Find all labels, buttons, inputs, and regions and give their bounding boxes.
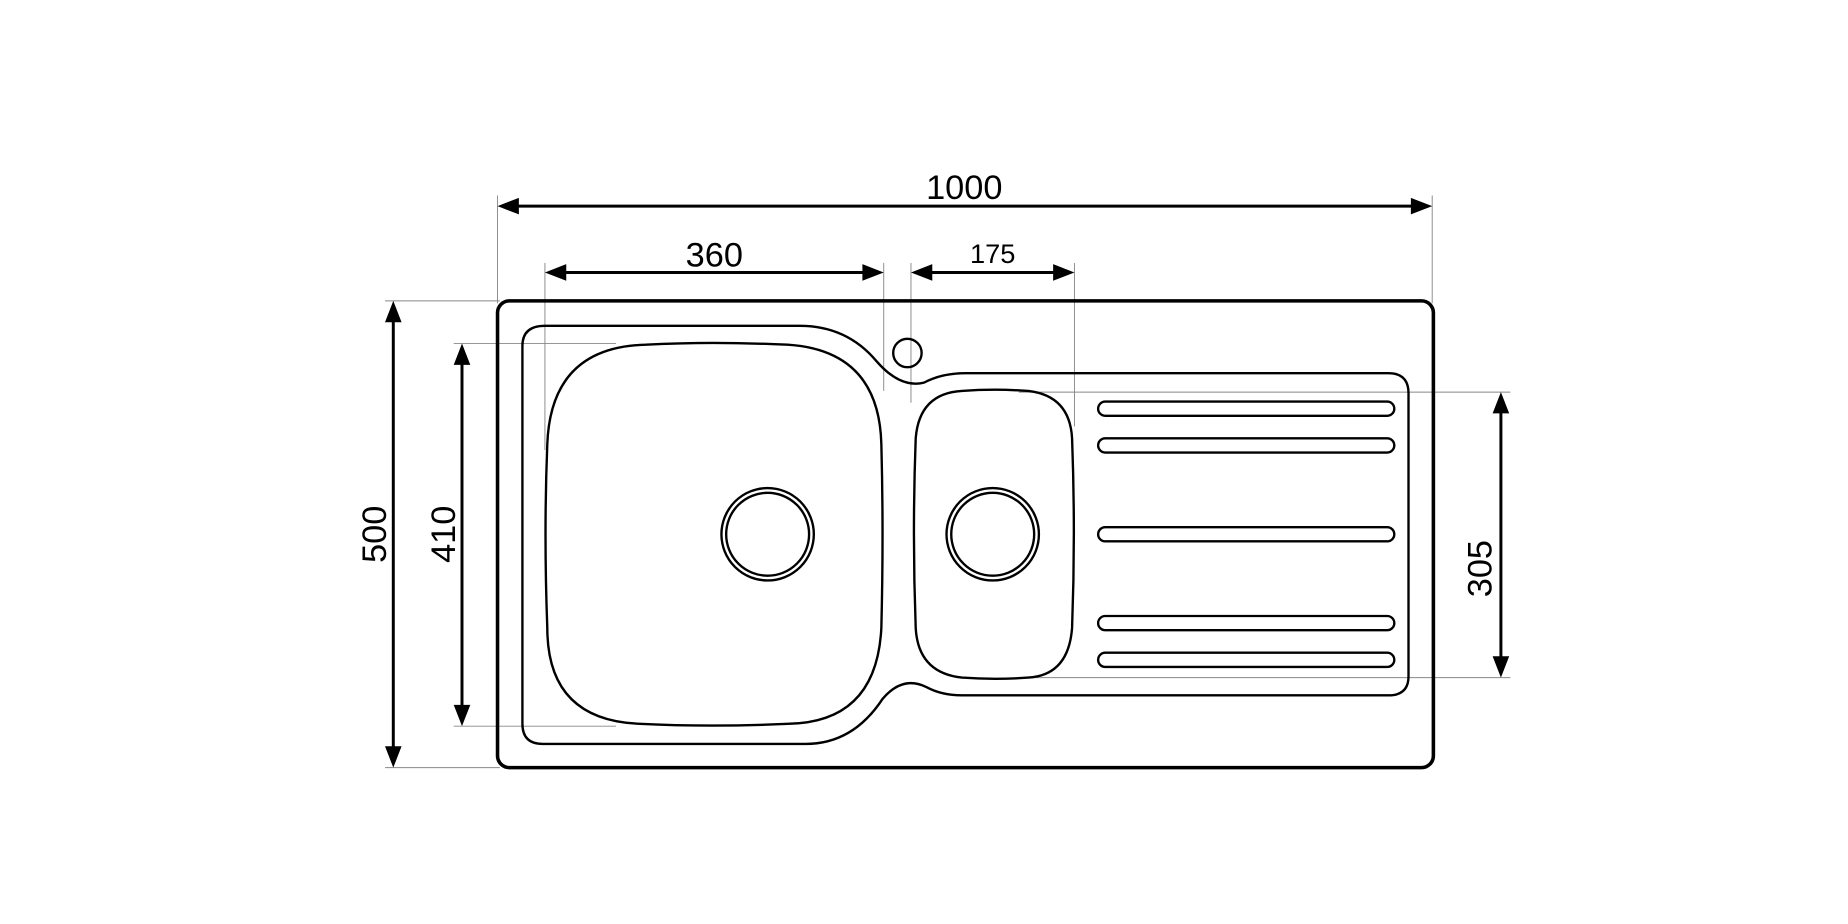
drainer-grooves <box>1096 400 1396 669</box>
dimension-small-bowl-depth: 305 <box>1461 392 1510 678</box>
small-bowl-width-label: 175 <box>970 238 1015 269</box>
overall-depth-label: 500 <box>356 506 394 563</box>
dimension-main-bowl-width: 360 <box>544 237 884 281</box>
extension-lines <box>385 195 1511 769</box>
sink-outer-edge <box>495 299 1436 770</box>
small-drain-inner <box>950 491 1036 577</box>
dimension-small-bowl-width: 175 <box>910 238 1075 281</box>
dimension-overall-depth: 500 <box>356 300 402 768</box>
main-bowl <box>544 341 884 727</box>
dimension-main-bowl-depth: 410 <box>425 343 471 727</box>
main-bowl-width-label: 360 <box>686 237 743 275</box>
main-drain-inner <box>724 491 811 577</box>
main-bowl-depth-label: 410 <box>425 506 463 563</box>
small-bowl-depth-label: 305 <box>1461 540 1499 597</box>
small-drain-outer <box>945 486 1041 582</box>
overall-width-label: 1000 <box>926 169 1002 207</box>
sink-inner-rim <box>521 324 1410 746</box>
small-bowl <box>912 388 1076 680</box>
tap-hole <box>892 337 923 369</box>
dimension-overall-width: 1000 <box>497 169 1433 215</box>
main-drain-outer <box>720 486 816 582</box>
